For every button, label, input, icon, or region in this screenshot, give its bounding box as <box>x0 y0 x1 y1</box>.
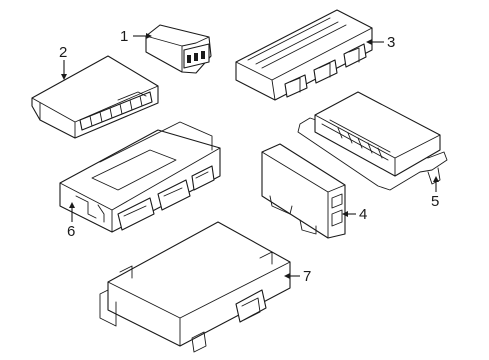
callout-leaders <box>61 33 439 279</box>
callout-1: 1 <box>120 28 129 45</box>
callout-7: 7 <box>303 268 312 285</box>
part-4-module <box>261 143 346 239</box>
part-6-module <box>59 121 221 233</box>
part-3-module <box>235 9 373 101</box>
callout-6: 6 <box>67 223 76 240</box>
callout-3: 3 <box>387 34 396 51</box>
callout-2: 2 <box>59 44 68 61</box>
part-7-module <box>99 221 291 353</box>
part-1-connector <box>145 24 212 74</box>
part-5-module <box>297 91 448 191</box>
callout-4: 4 <box>359 206 368 223</box>
part-2-module <box>31 55 159 139</box>
callout-5: 5 <box>431 193 440 210</box>
